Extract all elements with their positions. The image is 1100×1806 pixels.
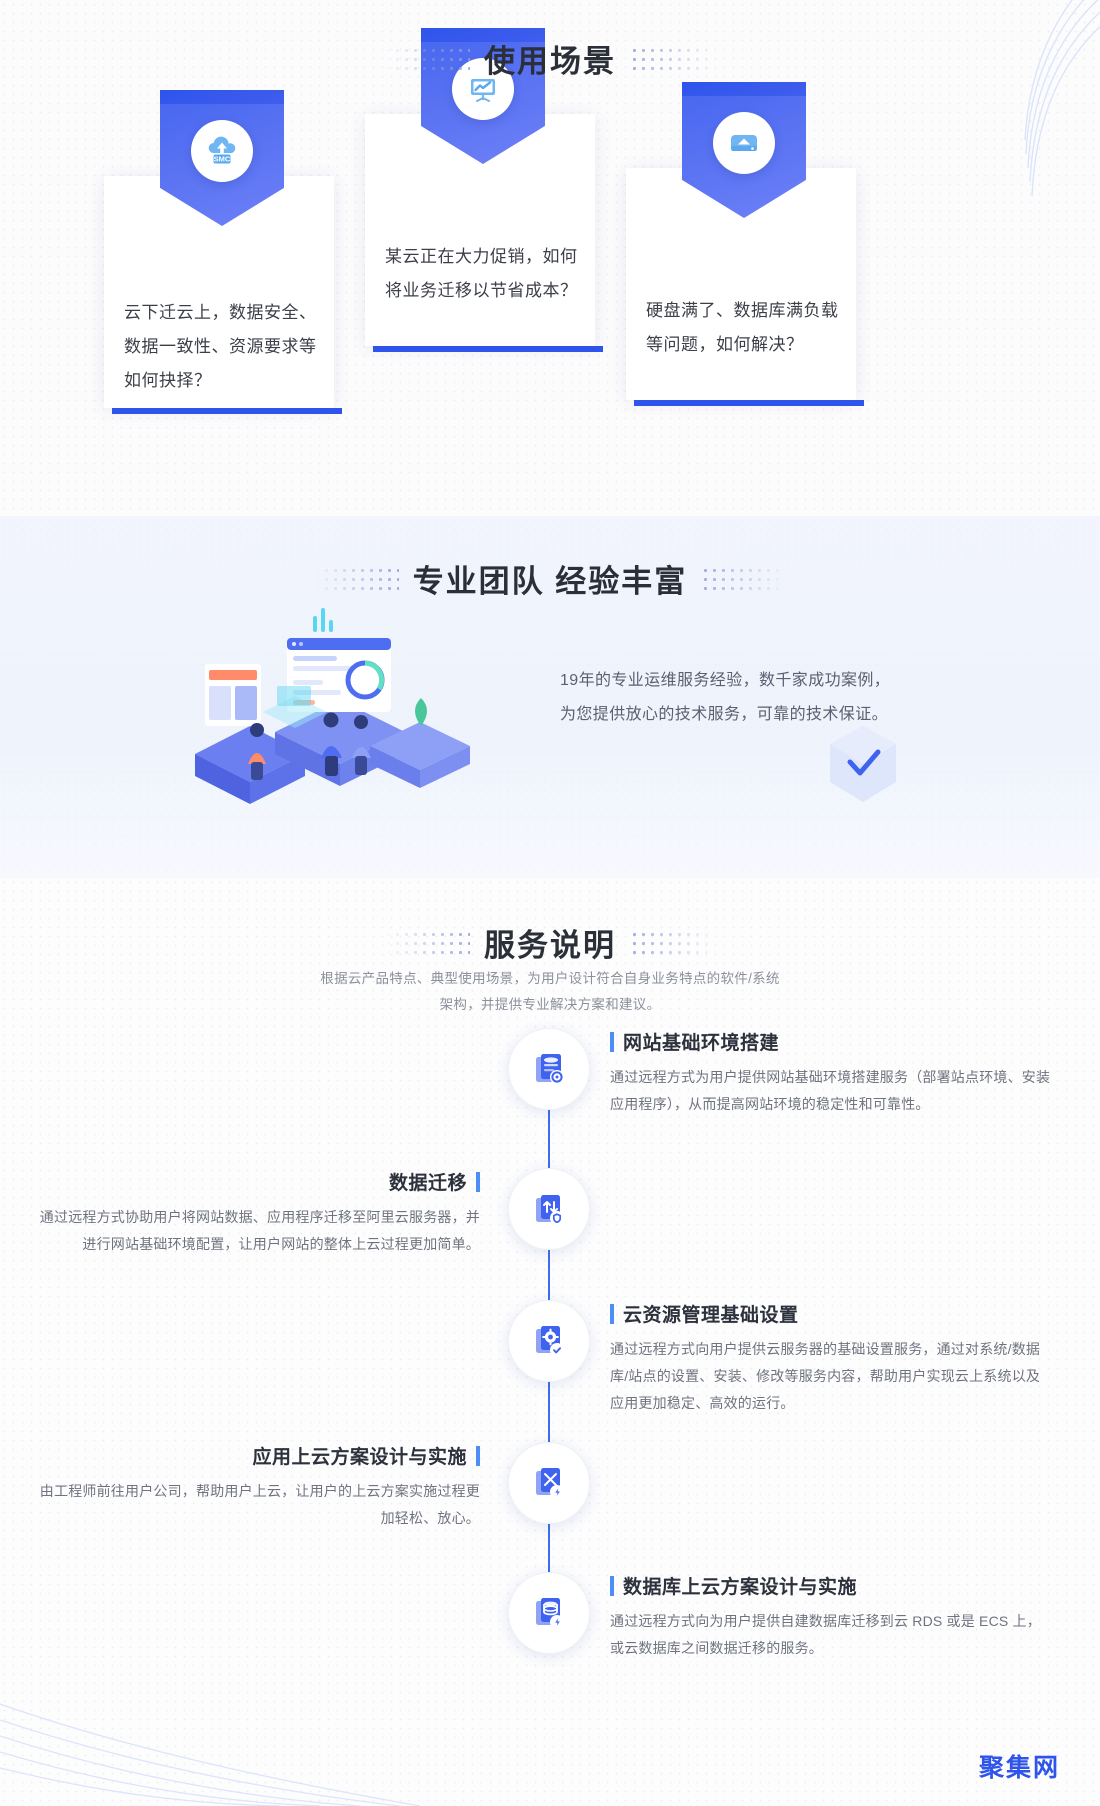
- hard-disk-icon: [713, 112, 775, 174]
- heading-accent-bar: [610, 1303, 614, 1324]
- timeline-node[interactable]: [508, 1300, 590, 1382]
- timeline-heading-row: 应用上云方案设计与实施: [38, 1442, 480, 1469]
- app-deploy-icon: [536, 1468, 564, 1499]
- scenario-card[interactable]: 某云正在大力促销，如何将业务迁移以节省成本？: [365, 28, 603, 352]
- timeline-heading-row: 网站基础环境搭建: [610, 1028, 1052, 1055]
- data-transfer-icon: [536, 1195, 564, 1225]
- scenario-card-list: SMC 云下迁云上，数据安全、数据一致性、资源要求等如何抉择？: [0, 28, 1100, 476]
- scenarios-title-row: 使用场景: [0, 36, 1100, 81]
- services-title: 服务说明: [484, 928, 616, 963]
- timeline-heading: 数据迁移: [388, 1173, 467, 1194]
- timeline-heading-row: 云资源管理基础设置: [610, 1300, 1052, 1327]
- card-accent-bar: [373, 346, 603, 352]
- timeline-content: 数据迁移 通过远程方式协助用户将网站数据、应用程序迁移至阿里云服务器，并进行网站…: [38, 1168, 480, 1258]
- timeline-node[interactable]: [508, 1168, 590, 1250]
- dot-decoration-right-icon: [630, 929, 716, 956]
- scenario-card-text: 硬盘满了、数据库满负载等问题，如何解决？: [646, 301, 839, 354]
- dot-decoration-right-icon: [701, 565, 788, 592]
- timeline-heading: 云资源管理基础设置: [623, 1305, 799, 1326]
- page-title: 使用场景: [484, 44, 616, 79]
- services-timeline: 网站基础环境搭建 通过远程方式为用户提供网站基础环境搭建服务（部署站点环境、安装…: [0, 1028, 1100, 1668]
- timeline-content: 数据库上云方案设计与实施 通过远程方式向为用户提供自建数据库迁移到云 RDS 或…: [610, 1572, 1052, 1662]
- card-accent-bar: [634, 400, 864, 406]
- database-cloud-icon: [536, 1598, 564, 1629]
- card-accent-bar: [112, 408, 342, 414]
- timeline-heading-row: 数据迁移: [38, 1168, 480, 1195]
- timeline-description: 通过远程方式向为用户提供自建数据库迁移到云 RDS 或是 ECS 上，或云数据库…: [610, 1613, 1041, 1656]
- svg-text:SMC: SMC: [214, 154, 231, 163]
- timeline-heading-row: 数据库上云方案设计与实施: [610, 1572, 1052, 1599]
- team-illustration: [195, 608, 470, 804]
- database-settings-icon: [536, 1054, 564, 1084]
- team-section: 专业团队 经验丰富: [0, 516, 1100, 878]
- timeline-node[interactable]: [508, 1572, 590, 1654]
- card-ribbon: SMC: [160, 90, 284, 226]
- dot-decoration-right-icon: [630, 45, 716, 72]
- team-title-row: 专业团队 经验丰富: [0, 556, 1100, 601]
- timeline-node[interactable]: [508, 1028, 590, 1110]
- timeline-description: 通过远程方式向用户提供云服务器的基础设置服务，通过对系统/数据库/站点的设置、安…: [610, 1341, 1041, 1411]
- services-section: 服务说明 根据云产品特点、典型使用场景，为用户设计符合自身业务特点的软件/系统 …: [0, 878, 1100, 1806]
- cloud-upload-smc-icon: SMC: [191, 120, 253, 182]
- footer-wave-decoration: [0, 1703, 421, 1806]
- services-title-row: 服务说明: [0, 920, 1100, 965]
- team-description: 19年的专业运维服务经验，数千家成功案例， 为您提供放心的技术服务，可靠的技术保…: [560, 664, 890, 732]
- timeline-heading: 数据库上云方案设计与实施: [623, 1577, 858, 1598]
- team-description-line-1: 19年的专业运维服务经验，数千家成功案例，: [560, 672, 891, 689]
- services-subtitle-line-1: 根据云产品特点、典型使用场景，为用户设计符合自身业务特点的软件/系统: [320, 971, 780, 986]
- gear-approve-icon: [536, 1326, 564, 1357]
- timeline-description: 通过远程方式为用户提供网站基础环境搭建服务（部署站点环境、安装应用程序），从而提…: [610, 1069, 1051, 1112]
- scenario-card[interactable]: 硬盘满了、数据库满负载等问题，如何解决？: [626, 82, 864, 406]
- team-description-line-2: 为您提供放心的技术服务，可靠的技术保证。: [560, 706, 889, 723]
- scenarios-section: 使用场景 SMC 云下迁云上，数据安全、数据一致性: [0, 0, 1100, 516]
- timeline-heading: 网站基础环境搭建: [623, 1033, 780, 1054]
- timeline-description: 通过远程方式协助用户将网站数据、应用程序迁移至阿里云服务器，并进行网站基础环境配…: [39, 1209, 480, 1252]
- timeline-content: 云资源管理基础设置 通过远程方式向用户提供云服务器的基础设置服务，通过对系统/数…: [610, 1300, 1052, 1417]
- scenario-card-text: 某云正在大力促销，如何将业务迁移以节省成本？: [385, 247, 578, 300]
- heading-accent-bar: [476, 1445, 480, 1466]
- site-brand-logo: 聚集网: [978, 1754, 1060, 1782]
- dot-decoration-left-icon: [384, 45, 470, 72]
- services-subtitle: 根据云产品特点、典型使用场景，为用户设计符合自身业务特点的软件/系统 架构，并提…: [290, 966, 810, 1018]
- scenario-card-text: 云下迁云上，数据安全、数据一致性、资源要求等如何抉择？: [124, 303, 317, 390]
- services-subtitle-line-2: 架构，并提供专业解决方案和建议。: [439, 997, 661, 1012]
- team-body: 19年的专业运维服务经验，数千家成功案例， 为您提供放心的技术服务，可靠的技术保…: [0, 602, 1100, 852]
- check-cube-decoration-icon: [830, 726, 896, 802]
- scenario-card[interactable]: SMC 云下迁云上，数据安全、数据一致性、资源要求等如何抉择？: [104, 90, 342, 414]
- timeline-heading: 应用上云方案设计与实施: [252, 1447, 467, 1468]
- card-ribbon: [682, 82, 806, 218]
- dot-decoration-left-icon: [312, 565, 399, 592]
- heading-accent-bar: [476, 1171, 480, 1192]
- heading-accent-bar: [610, 1575, 614, 1596]
- timeline-description: 由工程师前往用户公司，帮助用户上云，让用户的上云方案实施过程更加轻松、放心。: [39, 1483, 480, 1526]
- timeline-node[interactable]: [508, 1442, 590, 1524]
- timeline-content: 应用上云方案设计与实施 由工程师前往用户公司，帮助用户上云，让用户的上云方案实施…: [38, 1442, 480, 1532]
- heading-accent-bar: [610, 1031, 614, 1052]
- dot-decoration-left-icon: [384, 929, 470, 956]
- timeline-content: 网站基础环境搭建 通过远程方式为用户提供网站基础环境搭建服务（部署站点环境、安装…: [610, 1028, 1052, 1118]
- team-title: 专业团队 经验丰富: [412, 564, 688, 599]
